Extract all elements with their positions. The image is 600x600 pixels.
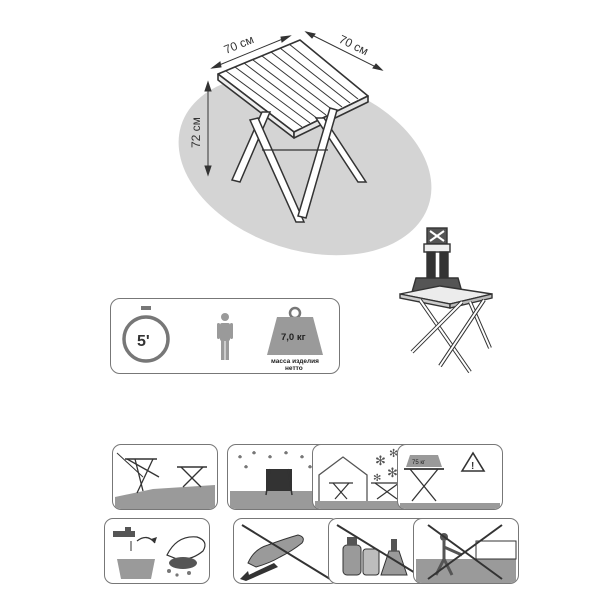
- max-load-label: 75 кг: [412, 460, 426, 466]
- icon-uneven-ground: [112, 444, 218, 510]
- svg-text:✻: ✻: [373, 473, 381, 484]
- assembly-time: 5': [137, 333, 150, 350]
- svg-text:✻: ✻: [387, 466, 398, 481]
- height-dimension-label: 72 см: [189, 117, 203, 148]
- svg-text:✻: ✻: [389, 447, 398, 460]
- net-weight-value: 7,0 кг: [281, 332, 306, 343]
- info-icons: 5' 7,0 кг масса изделия нетто: [122, 306, 323, 372]
- svg-text:!: !: [471, 461, 474, 472]
- width-dimension-label: 70 см: [222, 32, 256, 57]
- warning-triangle-icon: [460, 451, 486, 472]
- icon-wash-water: [104, 518, 210, 584]
- table-legs: [230, 107, 368, 223]
- net-weight-caption: масса изделия: [271, 358, 319, 365]
- depth-dimension-label: 70 см: [337, 32, 371, 58]
- icon-max-load: 75 кг !: [397, 444, 503, 510]
- product-info-panel: 5' 7,0 кг масса изделия нетто: [110, 298, 340, 374]
- icon-no-abrasive: [233, 518, 339, 584]
- svg-text:✻: ✻: [375, 454, 386, 469]
- net-weight-caption-2: нетто: [285, 365, 303, 372]
- icon-winter-storage: ✻ ✻ ✻ ✻: [312, 444, 418, 510]
- background-ellipse: [178, 74, 432, 256]
- person-icon: [217, 313, 233, 360]
- icon-no-heavy-impact: [413, 518, 519, 584]
- stopwatch-icon: 5': [122, 306, 170, 363]
- dimension-lines: [204, 31, 384, 177]
- load-test-drawing: [399, 227, 493, 374]
- weight-icon: 7,0 кг масса изделия нетто: [267, 306, 323, 372]
